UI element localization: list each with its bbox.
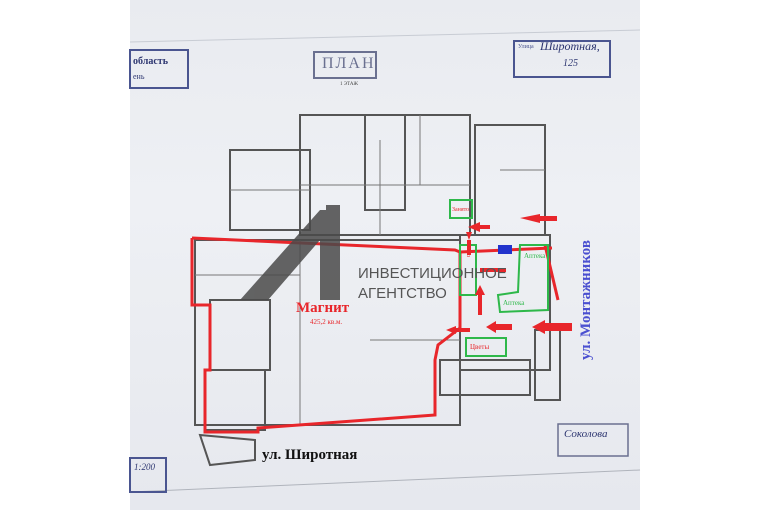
occupied-label-1: Занято (452, 207, 470, 213)
floor-label: 1 ЭТАЖ (340, 82, 358, 87)
watermark-line1: ИНВЕСТИЦИОННОЕ (358, 265, 507, 282)
arrow-icon (532, 320, 572, 334)
region-stamp-line1: область (133, 56, 168, 67)
paper-edge-bottom (129, 469, 641, 493)
scale-stamp (129, 457, 167, 493)
address-stamp-prefix: Улица (518, 44, 534, 50)
store-name: Магнит (296, 300, 350, 316)
signature-stamp (557, 423, 629, 457)
street-right-label: ул. Монтажников (578, 240, 594, 361)
address-stamp-street: Широтная, (540, 39, 600, 53)
arrow-icon (466, 232, 472, 255)
watermark-line2: АГЕНТСТВО (358, 285, 447, 302)
address-stamp-number: 125 (563, 58, 578, 69)
flowers-label: Цветы (470, 343, 490, 351)
interior-lines (195, 115, 545, 425)
agency-logo-icon (240, 205, 340, 300)
occupied-label-2: Занято (464, 240, 471, 258)
red-arrows (446, 214, 572, 334)
plan-stamp (313, 51, 377, 79)
signature-stamp-text: Соколова (564, 428, 608, 440)
pharmacy-label-1: Аптека (524, 252, 546, 260)
arrow-icon (480, 268, 506, 272)
arrow-icon (486, 321, 512, 333)
blue-marker (498, 245, 512, 254)
pharmacy-label-2: Аптека (503, 299, 525, 307)
occupied-box-1 (449, 199, 473, 219)
arrow-icon (468, 222, 490, 232)
street-bottom-label: ул. Широтная (262, 447, 358, 463)
flowers-box (465, 337, 507, 357)
region-stamp-line2: ень (133, 72, 145, 81)
arrow-icon (446, 326, 470, 334)
plan-stamp-text: ПЛАН (322, 55, 376, 72)
pharmacy-box (496, 244, 549, 314)
address-stamp (513, 40, 611, 78)
scale-stamp-text: 1:200 (134, 462, 155, 472)
region-stamp (129, 49, 189, 89)
outline-segment (543, 244, 560, 301)
store-area: 425,2 кв.м. (310, 318, 343, 326)
arrow-icon (475, 285, 485, 315)
paper-edge-top (129, 29, 641, 43)
arrow-icon (520, 214, 557, 223)
